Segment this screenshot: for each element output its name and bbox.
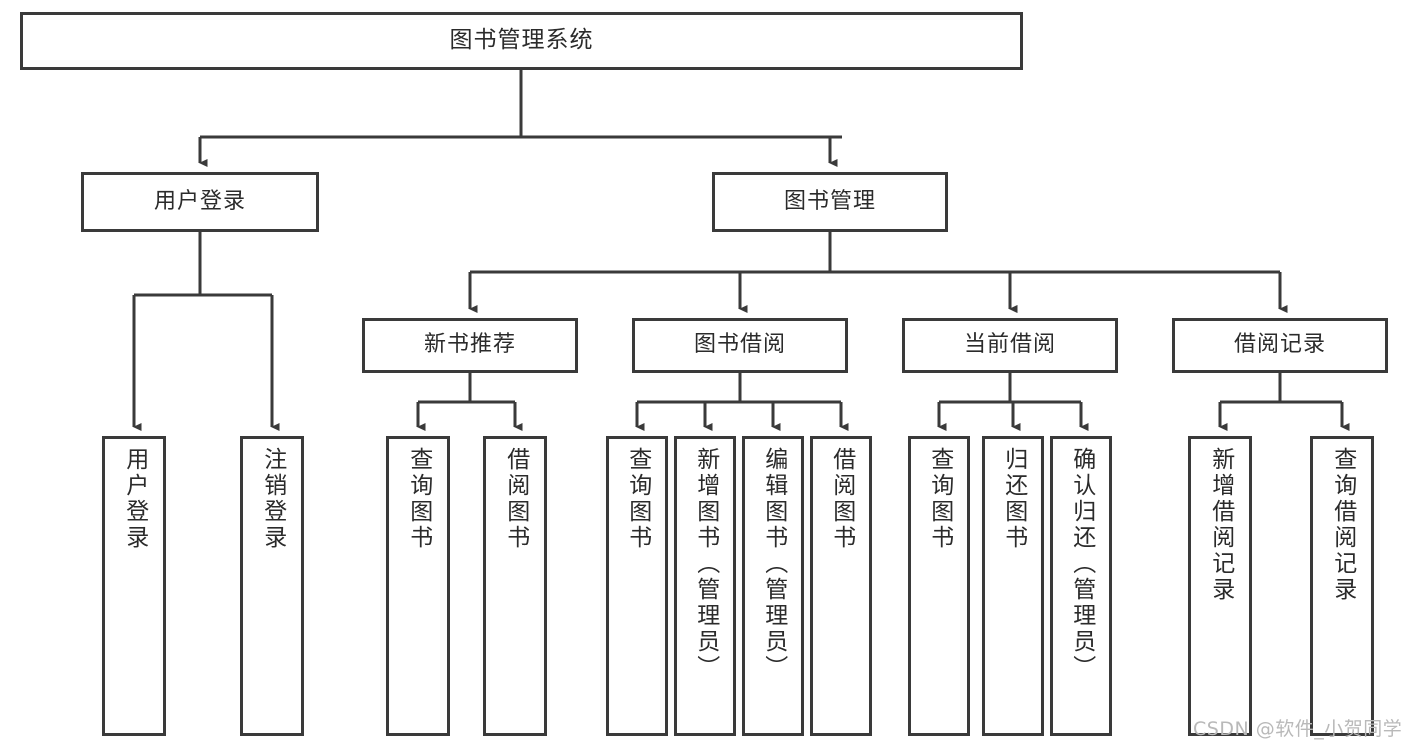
csdn-watermark: CSDN @软件_小贺同学 bbox=[1193, 718, 1403, 740]
node-user-login[interactable]: 用户登录 bbox=[81, 172, 319, 232]
node-label: 当前借阅 bbox=[963, 332, 1056, 358]
node-label: 图书管理 bbox=[783, 188, 876, 214]
node-label: 注销登录 bbox=[259, 447, 286, 551]
node-label: 用户登录 bbox=[153, 188, 246, 214]
leaf-query-book-borrow[interactable]: 查询图书 bbox=[606, 436, 668, 736]
leaf-borrow-book[interactable]: 借阅图书 bbox=[810, 436, 872, 736]
node-label: 新增图书（管理员） bbox=[692, 447, 719, 681]
leaf-query-borrow-record[interactable]: 查询借阅记录 bbox=[1310, 436, 1374, 736]
leaf-query-book-recommend[interactable]: 查询图书 bbox=[386, 436, 450, 736]
node-book-management[interactable]: 图书管理 bbox=[712, 172, 948, 232]
node-label: 图书管理系统 bbox=[449, 27, 594, 54]
node-label: 图书借阅 bbox=[693, 332, 786, 358]
node-label: 查询图书 bbox=[926, 447, 953, 551]
node-label: 借阅图书 bbox=[502, 447, 529, 551]
node-borrow-records[interactable]: 借阅记录 bbox=[1172, 318, 1388, 373]
node-label: 确认归还（管理员） bbox=[1068, 447, 1095, 681]
leaf-confirm-return-admin[interactable]: 确认归还（管理员） bbox=[1050, 436, 1112, 736]
node-label: 新增借阅记录 bbox=[1207, 447, 1234, 603]
node-label: 归还图书 bbox=[1000, 447, 1027, 551]
node-book-borrow[interactable]: 图书借阅 bbox=[632, 318, 848, 373]
leaf-logout[interactable]: 注销登录 bbox=[240, 436, 304, 736]
node-new-book-recommend[interactable]: 新书推荐 bbox=[362, 318, 578, 373]
leaf-user-login[interactable]: 用户登录 bbox=[102, 436, 166, 736]
node-label: 查询图书 bbox=[624, 447, 651, 551]
node-label: 查询图书 bbox=[405, 447, 432, 551]
leaf-borrow-book-recommend[interactable]: 借阅图书 bbox=[483, 436, 547, 736]
leaf-add-book-admin[interactable]: 新增图书（管理员） bbox=[674, 436, 736, 736]
node-label: 查询借阅记录 bbox=[1329, 447, 1356, 603]
node-root-system[interactable]: 图书管理系统 bbox=[20, 12, 1023, 70]
leaf-add-borrow-record[interactable]: 新增借阅记录 bbox=[1188, 436, 1252, 736]
node-label: 借阅图书 bbox=[828, 447, 855, 551]
node-label: 新书推荐 bbox=[423, 332, 516, 358]
node-current-borrow[interactable]: 当前借阅 bbox=[902, 318, 1118, 373]
node-label: 用户登录 bbox=[121, 447, 148, 551]
leaf-query-book-current[interactable]: 查询图书 bbox=[908, 436, 970, 736]
node-label: 借阅记录 bbox=[1233, 332, 1326, 358]
leaf-edit-book-admin[interactable]: 编辑图书（管理员） bbox=[742, 436, 804, 736]
node-label: 编辑图书（管理员） bbox=[760, 447, 787, 681]
leaf-return-book[interactable]: 归还图书 bbox=[982, 436, 1044, 736]
